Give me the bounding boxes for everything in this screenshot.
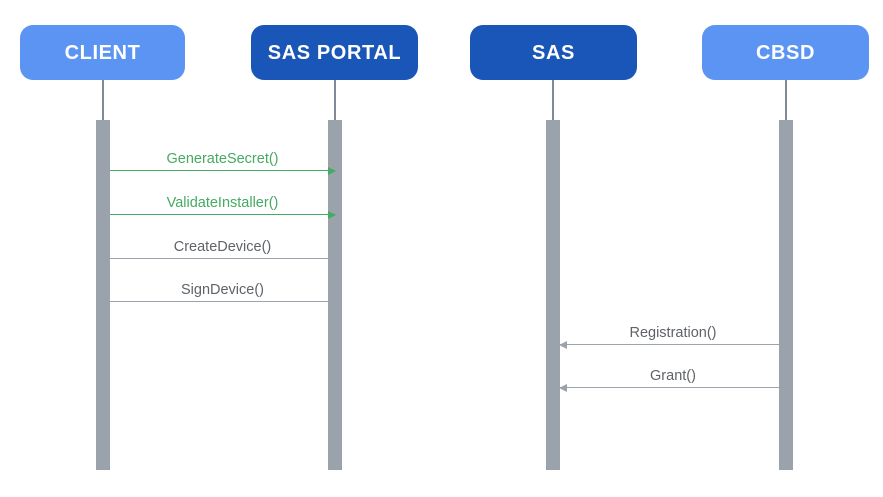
activation-bar-sas — [546, 120, 560, 470]
participant-box-client[interactable]: CLIENT — [20, 25, 185, 80]
activation-bar-cbsd — [779, 120, 793, 470]
activation-bar-client — [96, 120, 110, 470]
message-line-validate-installer — [110, 214, 335, 215]
lifeline-sas — [552, 80, 554, 120]
participant-label-client: CLIENT — [64, 41, 141, 64]
message-registration[interactable]: Registration() — [559, 311, 786, 349]
message-sign-device[interactable]: SignDevice() — [110, 268, 336, 306]
message-label-grant: Grant() — [650, 367, 696, 384]
participant-box-cbsd[interactable]: CBSD — [702, 25, 869, 80]
arrow-head-right-icon — [328, 167, 336, 175]
message-label-registration: Registration() — [629, 324, 717, 341]
participant-label-sas-portal: SAS PORTAL — [267, 41, 402, 64]
message-create-device[interactable]: CreateDevice() — [110, 225, 336, 263]
message-label-create-device: CreateDevice() — [173, 238, 272, 255]
arrow-head-left-icon — [559, 341, 567, 349]
participant-box-sas-portal[interactable]: SAS PORTAL — [251, 25, 418, 80]
arrow-head-right-icon — [328, 211, 336, 219]
message-line-sign-device — [110, 301, 335, 302]
activation-bar-sas-portal — [328, 120, 342, 470]
message-line-grant — [560, 387, 786, 388]
message-validate-installer[interactable]: ValidateInstaller() — [110, 181, 336, 219]
message-label-generate-secret: GenerateSecret() — [166, 150, 279, 167]
participant-label-sas: SAS — [532, 41, 575, 64]
participant-label-cbsd: CBSD — [755, 41, 816, 64]
lifeline-sas-portal — [334, 80, 336, 120]
lifeline-cbsd — [785, 80, 787, 120]
participant-box-sas[interactable]: SAS — [470, 25, 637, 80]
message-line-registration — [560, 344, 786, 345]
message-grant[interactable]: Grant() — [559, 354, 786, 392]
message-line-create-device — [110, 258, 335, 259]
message-label-sign-device: SignDevice() — [181, 281, 264, 298]
lifeline-client — [102, 80, 104, 120]
message-line-generate-secret — [110, 170, 335, 171]
arrow-head-right-icon — [328, 255, 336, 263]
message-generate-secret[interactable]: GenerateSecret() — [110, 137, 336, 175]
message-label-validate-installer: ValidateInstaller() — [166, 194, 279, 211]
arrow-head-left-icon — [559, 384, 567, 392]
arrow-head-right-icon — [328, 298, 336, 306]
